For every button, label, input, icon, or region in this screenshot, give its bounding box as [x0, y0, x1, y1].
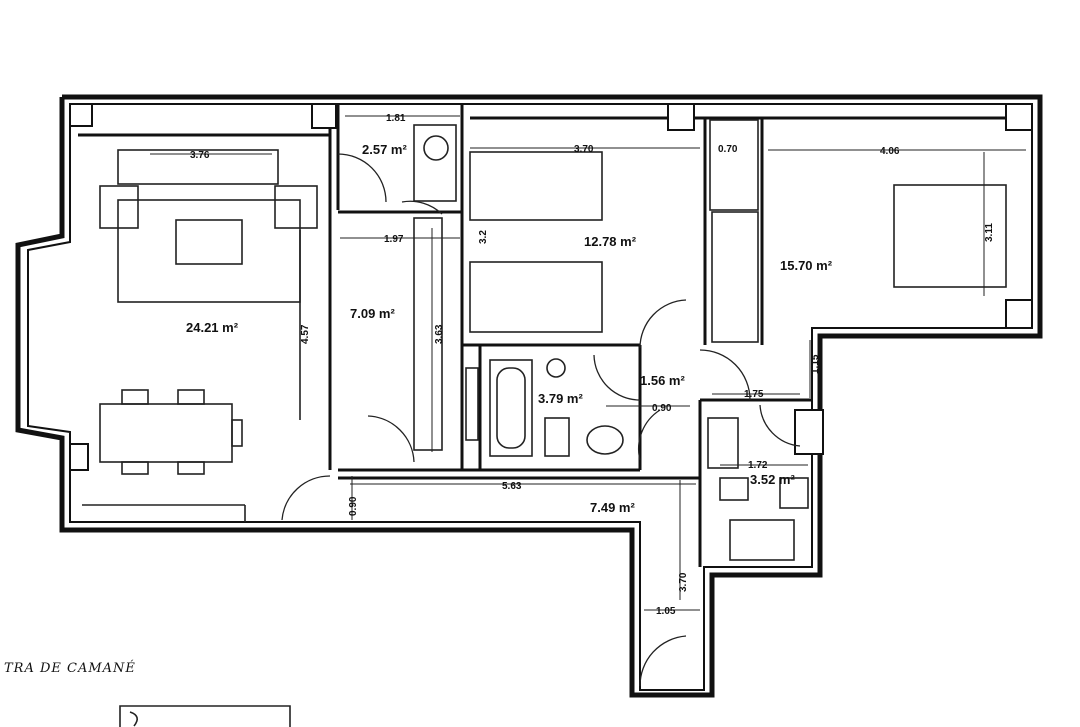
- dim-181: 1.81: [386, 113, 406, 124]
- area-bedroom1: 12.78 m²: [584, 234, 637, 249]
- area-corridor: 7.49 m²: [590, 500, 635, 515]
- area-corridor-small: 1.56 m²: [640, 373, 685, 388]
- outer-walls: [15, 94, 1043, 698]
- dim-457: 4.57: [300, 324, 311, 344]
- dim-563: 5.63: [502, 481, 522, 492]
- dim-197: 1.97: [384, 234, 404, 245]
- dim-070: 0.70: [718, 144, 738, 155]
- dim-406: 4.06: [880, 146, 900, 157]
- area-hall: 7.09 m²: [350, 306, 395, 321]
- columns: [69, 103, 1033, 471]
- doors: [281, 153, 801, 687]
- dim-376: 3.76: [190, 150, 210, 161]
- dimension-texts: 1.81 3.76 3.70 0.70 4.06 1.97 3.2 3.11 4…: [190, 113, 995, 617]
- dim-32: 3.2: [478, 230, 489, 244]
- bathroom-fixtures: [413, 217, 809, 561]
- area-bath2: 3.52 m²: [750, 472, 795, 487]
- annotation: TRA DE CAMANÉ: [4, 660, 291, 727]
- dim-370b: 3.70: [678, 572, 689, 592]
- dim-090a: 0.90: [652, 403, 672, 414]
- area-storage: 2.57 m²: [362, 142, 407, 157]
- living-furniture: [82, 149, 318, 522]
- interior-walls: [78, 104, 1032, 567]
- area-living: 24.21 m²: [186, 320, 239, 335]
- handwritten-note: TRA DE CAMANÉ: [4, 660, 136, 676]
- dim-105: 1.05: [656, 606, 676, 617]
- area-bedroom2: 15.70 m²: [780, 258, 833, 273]
- dim-175: 1.75: [744, 389, 764, 400]
- dim-311: 3.11: [984, 223, 995, 242]
- area-bath: 3.79 m²: [538, 391, 583, 406]
- dimension-lines: [150, 115, 1026, 611]
- dim-363: 3.63: [434, 324, 445, 344]
- dim-115: 1.15: [810, 354, 821, 374]
- dim-090b: 0.90: [348, 496, 359, 516]
- area-labels: 24.21 m² 7.09 m² 2.57 m² 12.78 m² 15.70 …: [186, 142, 833, 515]
- bedroom-furniture: [413, 119, 1007, 343]
- dim-172: 1.72: [748, 460, 768, 471]
- dim-370: 3.70: [574, 144, 594, 155]
